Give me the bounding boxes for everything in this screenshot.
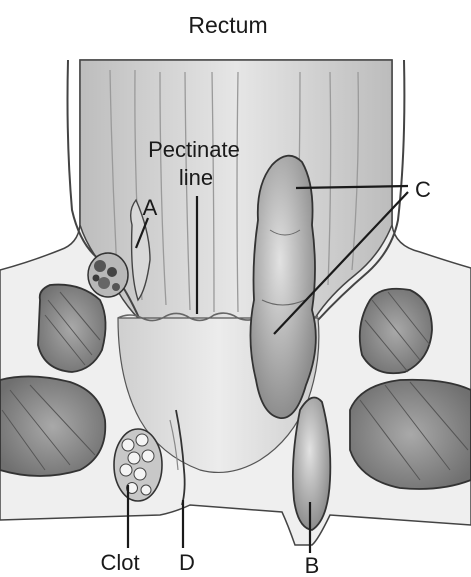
muscle-left-lower bbox=[0, 376, 105, 476]
external-hemorrhoid-b bbox=[293, 398, 330, 531]
label-clot: Clot bbox=[100, 550, 139, 575]
lower-clot bbox=[114, 429, 162, 501]
label-d: D bbox=[179, 550, 195, 575]
muscle-right-lower bbox=[350, 380, 471, 489]
muscle-left-upper bbox=[38, 285, 106, 372]
internal-hemorrhoid-c bbox=[250, 156, 315, 418]
label-pectinate: Pectinate bbox=[148, 137, 240, 162]
label-b: B bbox=[305, 553, 320, 577]
label-line: line bbox=[179, 165, 213, 190]
upper-clot bbox=[88, 253, 128, 297]
title-rectum: Rectum bbox=[188, 12, 267, 38]
label-c: C bbox=[415, 177, 431, 202]
label-a: A bbox=[143, 195, 158, 220]
